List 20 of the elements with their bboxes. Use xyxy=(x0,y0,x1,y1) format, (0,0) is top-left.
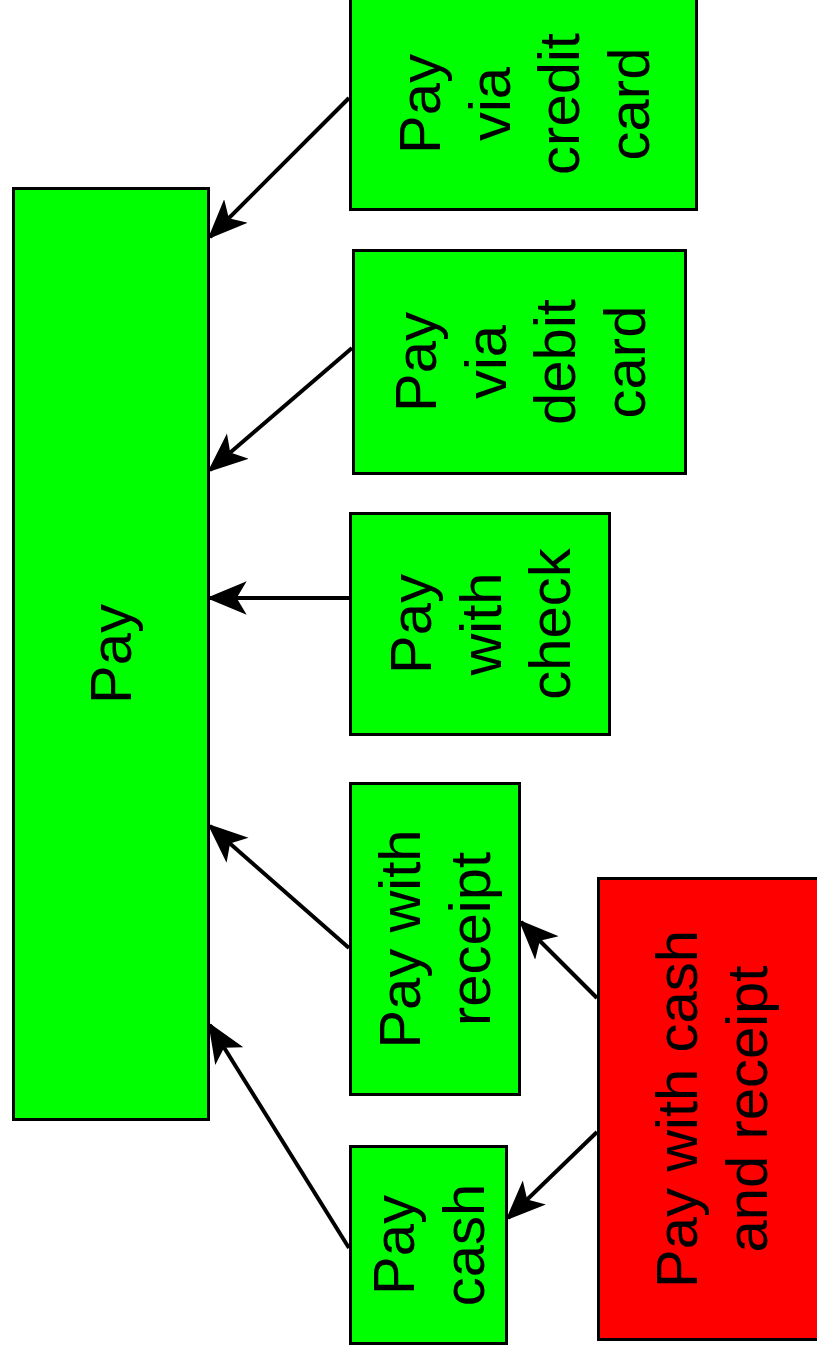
arrow xyxy=(207,823,351,950)
arrow xyxy=(518,919,599,1000)
box-label: Pay with check xyxy=(376,547,583,702)
arrow xyxy=(505,1130,599,1221)
process-box xyxy=(349,1145,508,1345)
process-box xyxy=(352,249,687,475)
process-box xyxy=(12,187,210,1121)
box-label: Pay with cash and receipt xyxy=(643,929,780,1290)
arrow xyxy=(207,346,354,473)
arrow xyxy=(208,1022,351,1250)
process-box xyxy=(349,782,521,1096)
arrow xyxy=(207,96,351,240)
box-label: Pay via credit card xyxy=(385,32,662,177)
box-label: Pay with receipt xyxy=(366,828,503,1051)
box-label: Pay xyxy=(77,603,145,706)
box-label: Pay via debit card xyxy=(381,298,658,427)
process-box xyxy=(349,0,698,211)
box-label: Pay cash xyxy=(359,1182,497,1309)
process-box xyxy=(349,512,611,736)
highlighted-process-box xyxy=(597,877,817,1341)
